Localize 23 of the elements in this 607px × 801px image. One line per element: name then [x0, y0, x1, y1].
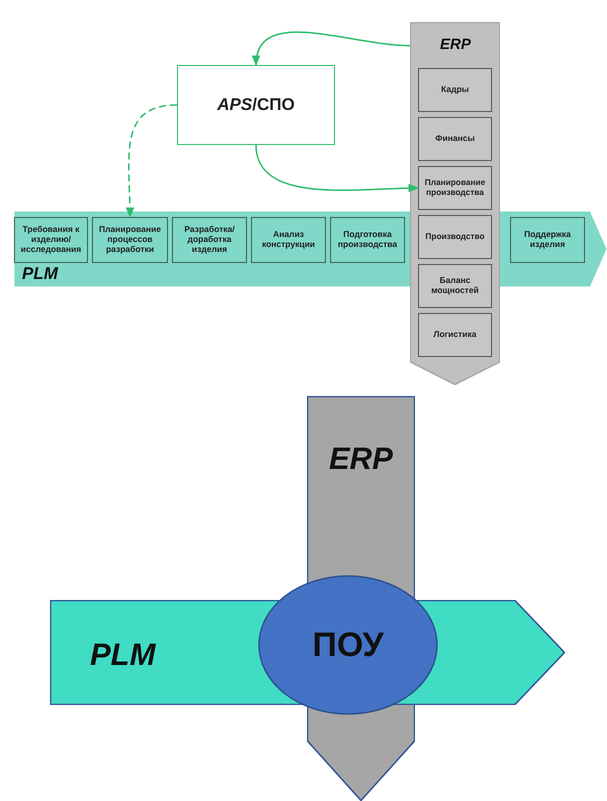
- arrow: [253, 31, 410, 66]
- process-box: Поддержка изделия: [510, 217, 585, 263]
- arrow: [255, 144, 420, 192]
- band-label: PLM: [90, 637, 156, 673]
- module-box: Производство: [418, 215, 492, 259]
- band-label: PLM: [22, 264, 58, 284]
- module-box: Планирование производства: [418, 166, 492, 210]
- process-box: Анализ конструкции: [251, 217, 326, 263]
- intersection-ellipse: [258, 575, 438, 715]
- process-box: Планирование процессов разработки: [92, 217, 168, 263]
- module-box: Баланс мощностей: [418, 264, 492, 308]
- module-box: Логистика: [418, 313, 492, 357]
- module-box: Кадры: [418, 68, 492, 112]
- process-box: Разработка/ доработка изделия: [172, 217, 247, 263]
- process-box: Подготовка производства: [330, 217, 405, 263]
- ellipse-label: ПОУ: [312, 626, 384, 664]
- module-box: Финансы: [418, 117, 492, 161]
- erp-band-arrow: [410, 22, 500, 385]
- system-box: APS/СПО: [177, 65, 335, 145]
- band-label: ERP: [329, 441, 393, 477]
- process-box: Требования к изделию/ исследования: [14, 217, 88, 263]
- band-label: ERP: [440, 36, 471, 53]
- dashed-arrow: [126, 104, 178, 218]
